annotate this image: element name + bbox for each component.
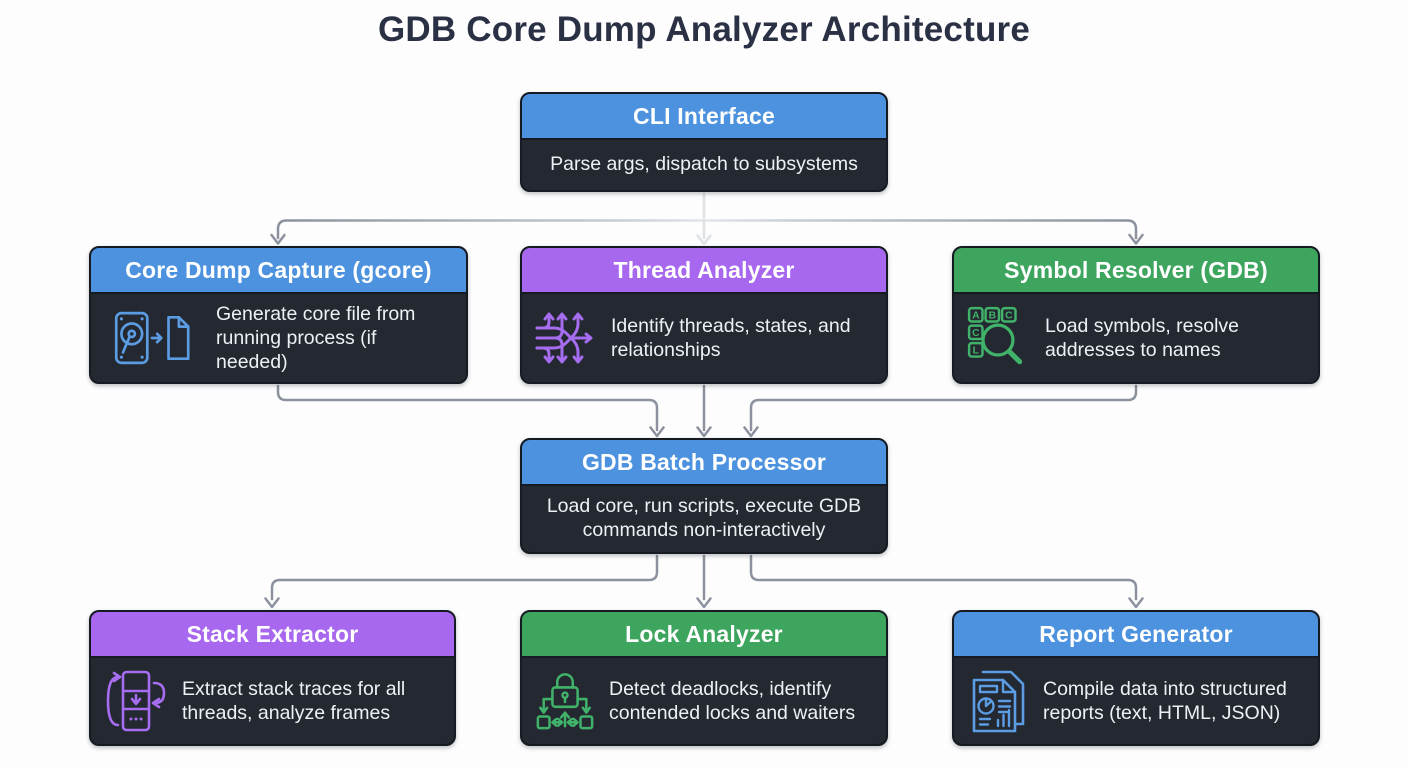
node-description: Parse args, dispatch to subsystems — [550, 152, 858, 175]
node-title: GDB Batch Processor — [581, 448, 827, 475]
node-description: Load symbols, resolve addresses to names — [1045, 314, 1240, 361]
svg-text:L: L — [973, 345, 979, 356]
node-thread-analyzer: Thread Analyzer Identify threads, states… — [520, 246, 888, 384]
node-title: Core Dump Capture (gcore) — [125, 256, 432, 283]
padlock-graph-icon — [536, 673, 594, 730]
node-header: Thread Analyzer — [522, 248, 886, 294]
report-document-icon — [972, 670, 1025, 733]
node-title: CLI Interface — [633, 102, 775, 129]
node-description: Compile data into structured reports (te… — [1043, 677, 1287, 724]
node-body: A B C C L Load symbols, resolve addresse… — [954, 294, 1318, 382]
branching-arrows-icon — [535, 312, 593, 364]
node-body: Parse args, dispatch to subsystems — [522, 140, 886, 190]
stack-frames-icon — [106, 670, 166, 732]
node-title: Report Generator — [1039, 620, 1233, 647]
node-lock-analyzer: Detect deadlocks, identify contended loc… — [520, 610, 888, 746]
node-report-generator: Report Generator Compile data into struc… — [952, 610, 1320, 746]
node-description: Identify threads, states, and relationsh… — [611, 314, 851, 361]
node-title: Lock Analyzer — [625, 620, 783, 647]
node-header: GDB Batch Processor — [522, 440, 886, 486]
svg-text:A: A — [972, 310, 980, 321]
node-title: Thread Analyzer — [613, 256, 795, 283]
svg-text:C: C — [1005, 310, 1013, 321]
node-core-dump-capture: Core Dump Capture (gcore) — [89, 246, 468, 384]
diagram-title: GDB Core Dump Analyzer Architecture — [377, 10, 1031, 49]
node-symbol-resolver: Symbol Resolver (GDB) A B C C L — [952, 246, 1320, 384]
node-header: Lock Analyzer — [522, 612, 886, 658]
disk-to-file-icon — [114, 311, 190, 365]
node-body: Detect deadlocks, identify contended loc… — [522, 658, 886, 744]
node-description: Detect deadlocks, identify contended loc… — [609, 677, 856, 724]
node-stack-extractor: Stack Extractor Extract stack traces for… — [89, 610, 456, 746]
node-header: Symbol Resolver (GDB) — [954, 248, 1318, 294]
node-description: Generate core file from running process … — [216, 302, 416, 374]
node-title: Stack Extractor — [186, 620, 359, 647]
node-body: Compile data into structured reports (te… — [954, 658, 1318, 744]
node-title: Symbol Resolver (GDB) — [1004, 256, 1268, 283]
node-body: Identify threads, states, and relationsh… — [522, 294, 886, 382]
node-description: Load core, run scripts, execute GDB comm… — [546, 494, 862, 541]
node-header: Report Generator — [954, 612, 1318, 658]
svg-text:B: B — [989, 310, 996, 321]
node-header: Core Dump Capture (gcore) — [91, 248, 466, 294]
letters-magnifier-icon: A B C C L — [967, 306, 1023, 365]
node-header: Stack Extractor — [91, 612, 454, 658]
node-gdb-batch-processor: GDB Batch Processor Load core, run scrip… — [520, 438, 888, 554]
node-body: Load core, run scripts, execute GDB comm… — [522, 486, 886, 552]
node-body: Extract stack traces for all threads, an… — [91, 658, 454, 744]
svg-text:C: C — [972, 328, 980, 339]
node-cli-interface: CLI Interface Parse args, dispatch to su… — [520, 92, 888, 192]
node-description: Extract stack traces for all threads, an… — [182, 677, 406, 724]
node-header: CLI Interface — [522, 94, 886, 140]
node-body: Generate core file from running process … — [91, 294, 466, 382]
